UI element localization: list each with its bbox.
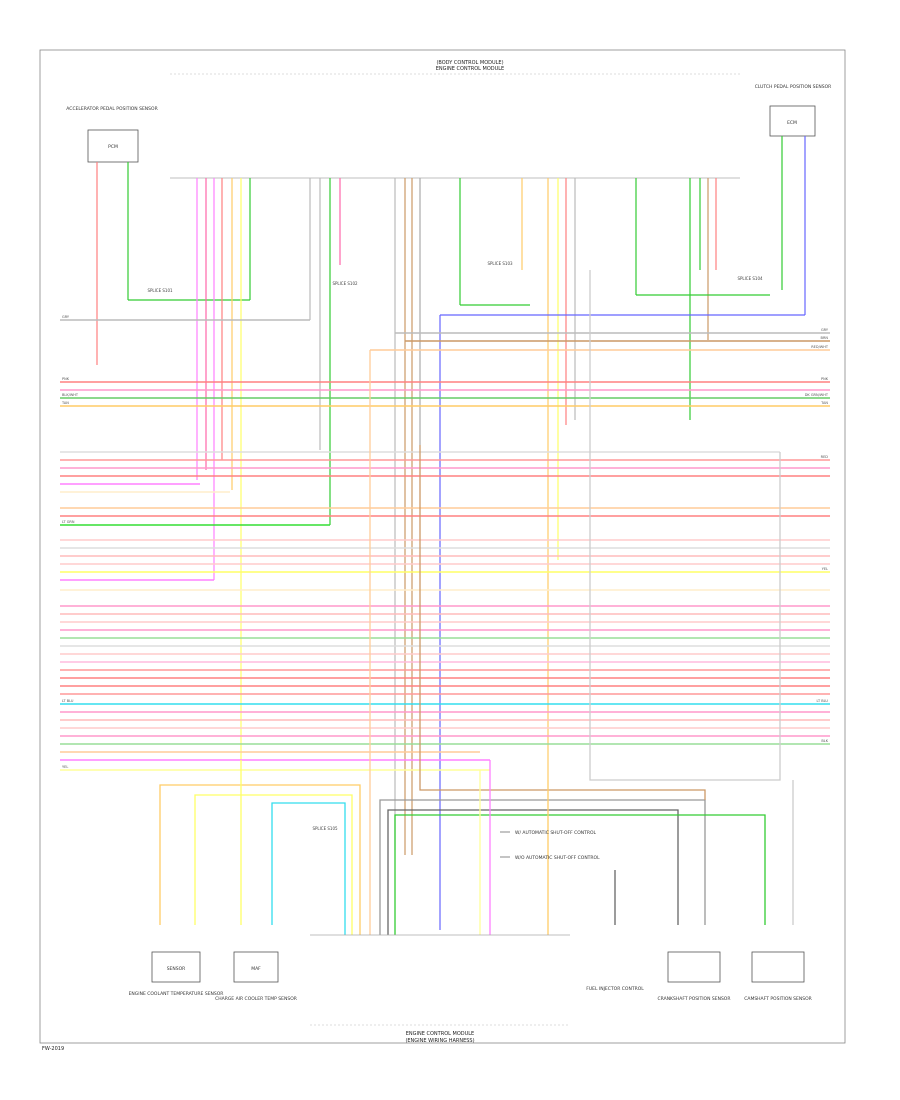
bottom-component-2: MAF CHARGE AIR COOLER TEMP SENSOR xyxy=(215,951,297,1002)
wire-label-right-5: DK GRN/WHT xyxy=(805,393,829,397)
bottom-component-4-box xyxy=(667,951,721,983)
bottom-component-1-module: SENSOR xyxy=(167,966,186,972)
top-right-sensor: CLUTCH PEDAL POSITION SENSOR ECM xyxy=(755,84,832,137)
lower-wires xyxy=(159,270,794,935)
splice-3-label: SPLICE S103 xyxy=(487,261,513,266)
top-right-sensor-box xyxy=(769,105,816,137)
splice-1-label: SPLICE S101 xyxy=(147,288,173,293)
wire-label-left-7: YEL xyxy=(62,765,68,769)
bottom-component-1-label: ENGINE COOLANT TEMPERATURE SENSOR xyxy=(129,991,224,997)
wire-label-left-2: PNK xyxy=(62,377,70,381)
horizontal-bus xyxy=(60,319,830,771)
legend-item-2: W/O AUTOMATIC SHUT-OFF CONTROL xyxy=(515,855,600,861)
wire-l6 xyxy=(379,799,706,935)
bottom-component-2-box xyxy=(233,951,279,983)
wire-label-right-4: PNK xyxy=(821,377,829,381)
wire-label-right-9: LT BLU xyxy=(817,699,829,703)
wire-l7 xyxy=(387,809,679,935)
top-title-1: (BODY CONTROL MODULE) xyxy=(436,60,503,66)
wire-label-left-1: GRY xyxy=(62,315,70,319)
bottom-component-2-module: MAF xyxy=(251,966,261,972)
top-left-sensor: ACCELERATOR PEDAL POSITION SENSOR PCM xyxy=(66,106,158,163)
bottom-component-2-label: CHARGE AIR COOLER TEMP SENSOR xyxy=(215,996,297,1002)
top-vertical-wires xyxy=(96,136,806,930)
bottom-component-5-label: CAMSHAFT POSITION SENSOR xyxy=(744,996,812,1002)
bottom-title-2: (ENGINE WIRING HARNESS) xyxy=(405,1038,474,1044)
wire-l8 xyxy=(394,814,766,935)
bottom-component-4: CRANKSHAFT POSITION SENSOR xyxy=(658,951,731,1002)
wire-label-right-7: RED xyxy=(821,455,829,459)
wire-l13 xyxy=(589,270,781,781)
wire-label-right-6: TAN xyxy=(820,401,828,405)
wire-label-right-10: BLK xyxy=(821,739,828,743)
wire-label-left-4: TAN xyxy=(61,401,69,405)
bottom-component-3: FUEL INJECTOR CONTROL xyxy=(586,986,644,992)
wire-label-right-3: RED/WHT xyxy=(811,345,829,349)
wire-label-left-6: LT BLU xyxy=(62,699,74,703)
top-left-sensor-label: ACCELERATOR PEDAL POSITION SENSOR xyxy=(66,106,157,112)
wire-label-left-5: LT GRN xyxy=(62,520,75,524)
bottom-title-1: ENGINE CONTROL MODULE xyxy=(406,1031,474,1037)
legend-item-1: W/ AUTOMATIC SHUT-OFF CONTROL xyxy=(515,830,597,836)
splice-5-label: SPLICE S105 xyxy=(312,826,338,831)
bottom-component-5: CAMSHAFT POSITION SENSOR xyxy=(744,951,812,1002)
wire-label-right-8: YEL xyxy=(822,567,828,571)
top-title-2: ENGINE CONTROL MODULE xyxy=(436,66,504,72)
bottom-component-1-box xyxy=(151,951,201,983)
wire-l1 xyxy=(159,784,361,935)
bottom-component-1: SENSOR ENGINE COOLANT TEMPERATURE SENSOR xyxy=(129,951,224,997)
bottom-component-4-label: CRANKSHAFT POSITION SENSOR xyxy=(658,996,731,1002)
page-id: FW-2019 xyxy=(42,1046,64,1052)
wire-l3 xyxy=(271,802,346,935)
bottom-component-5-box xyxy=(751,951,805,983)
splice-4-label: SPLICE S104 xyxy=(737,276,763,281)
wire-l9 xyxy=(419,445,706,800)
wire-label-right-1: GRY xyxy=(821,328,829,332)
top-right-sensor-label: CLUTCH PEDAL POSITION SENSOR xyxy=(755,84,832,90)
splice-2-label: SPLICE S102 xyxy=(332,281,358,286)
wire-label-right-2: BRN xyxy=(821,336,829,340)
bottom-component-3-label: FUEL INJECTOR CONTROL xyxy=(586,986,644,992)
top-left-sensor-module: PCM xyxy=(108,144,118,150)
top-left-sensor-box xyxy=(87,129,139,163)
wire-label-left-3: BLK/WHT xyxy=(62,393,79,397)
diagram-frame xyxy=(39,49,846,1044)
legend: W/ AUTOMATIC SHUT-OFF CONTROL W/O AUTOMA… xyxy=(500,830,600,861)
wire-l2 xyxy=(194,794,353,935)
top-right-sensor-module: ECM xyxy=(787,120,797,126)
